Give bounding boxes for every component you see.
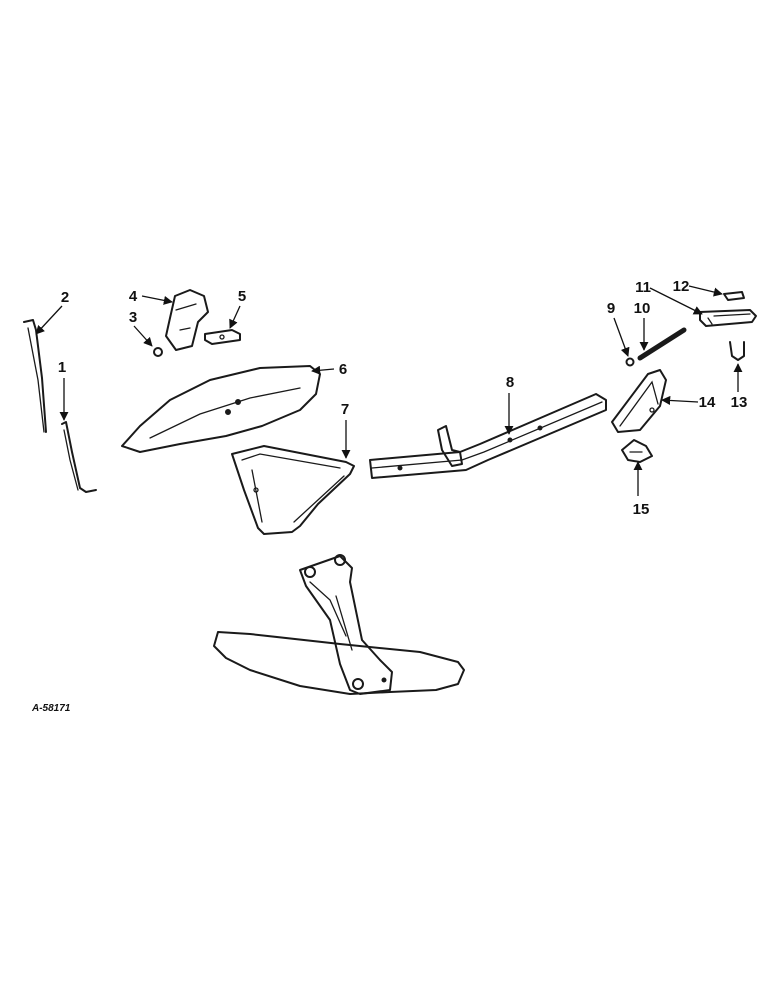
callout-14: 14 — [699, 394, 716, 411]
part-10-pin — [637, 327, 687, 361]
callout-12: 12 — [673, 278, 690, 295]
part-14-angle-bracket — [611, 369, 667, 433]
part-5-plate — [204, 329, 241, 345]
callout-2: 2 — [61, 289, 69, 306]
part-3-nut — [153, 347, 163, 357]
callout-3: 3 — [129, 309, 137, 326]
part-12-key — [723, 291, 745, 301]
callout-7: 7 — [341, 401, 349, 418]
part-2-rod — [23, 319, 47, 433]
part-13-u-clip — [729, 341, 745, 361]
callout-13: 13 — [731, 394, 748, 411]
part-4-bracket — [165, 289, 209, 351]
part-9-washer — [625, 357, 635, 367]
part-6-moldboard — [121, 365, 321, 453]
figure-id: A-58171 — [31, 703, 71, 714]
callout-5: 5 — [238, 288, 246, 305]
callout-1: 1 — [58, 359, 66, 376]
part-15-cap — [621, 439, 653, 463]
callout-8: 8 — [506, 374, 514, 391]
callout-15: 15 — [633, 501, 650, 518]
part-1-rod — [61, 421, 97, 493]
callout-6: 6 — [339, 361, 347, 378]
part-8-beam — [369, 393, 607, 479]
part-7-brace — [231, 445, 355, 535]
callout-10: 10 — [634, 300, 651, 317]
leader-lines — [35, 285, 743, 496]
part-11-clamp — [699, 309, 757, 327]
plow-standard-and-shoe — [213, 554, 465, 695]
callout-4: 4 — [129, 288, 138, 305]
callout-11: 11 — [635, 279, 651, 296]
callout-9: 9 — [607, 300, 615, 317]
